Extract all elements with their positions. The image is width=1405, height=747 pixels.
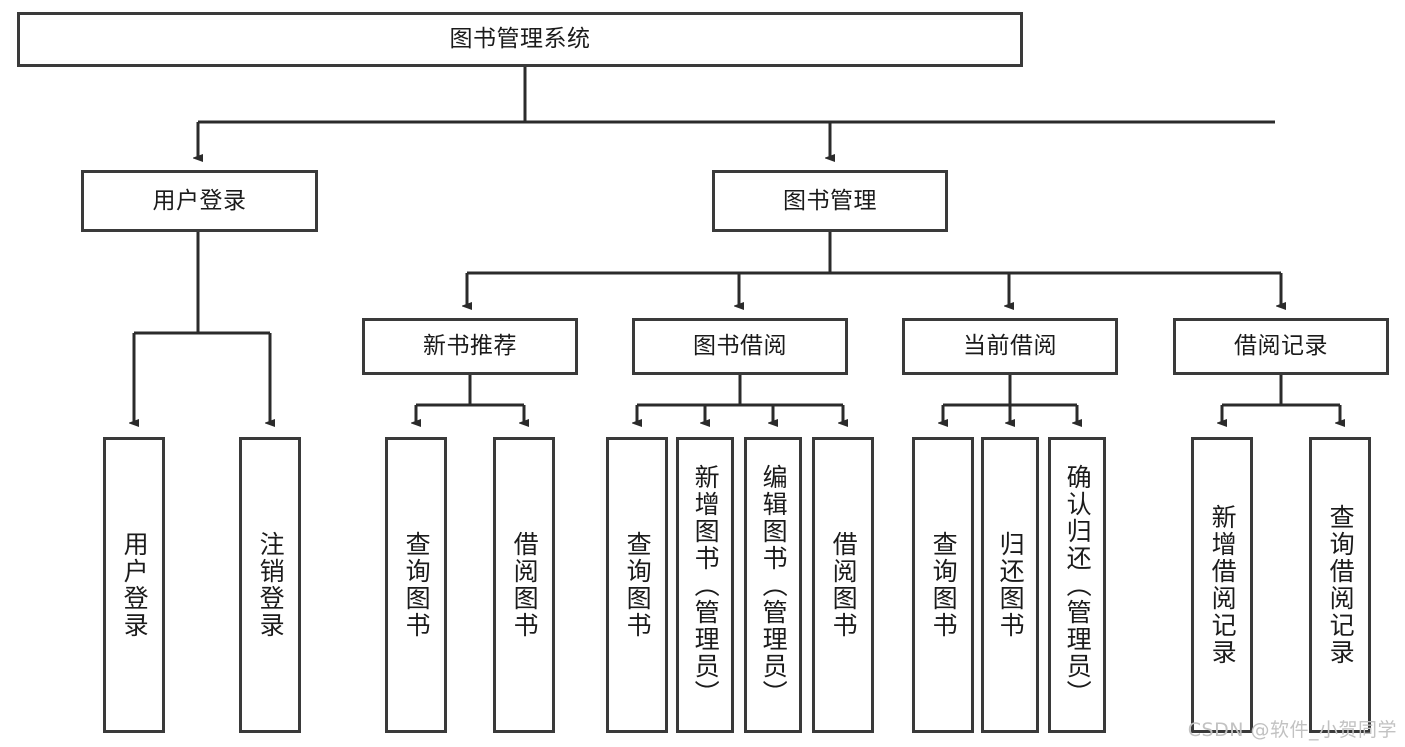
leaf-current-query-book-label: 查询图书 — [929, 531, 959, 639]
node-book-management[interactable]: 图书管理 — [712, 170, 948, 232]
node-user-login[interactable]: 用户登录 — [81, 170, 318, 232]
leaf-record-query-record-label: 查询借阅记录 — [1326, 504, 1356, 666]
leaf-borrow-query-book[interactable]: 查询图书 — [606, 437, 668, 733]
node-new-book-recommend-label: 新书推荐 — [423, 333, 517, 360]
leaf-record-add-record-label: 新增借阅记录 — [1208, 504, 1238, 666]
leaf-borrow-add-book[interactable]: 新增图书（管理员） — [676, 437, 734, 733]
leaf-user-logout-label: 注销登录 — [256, 531, 286, 639]
node-book-borrow[interactable]: 图书借阅 — [632, 318, 848, 375]
node-current-borrow[interactable]: 当前借阅 — [902, 318, 1118, 375]
leaf-record-query-record[interactable]: 查询借阅记录 — [1309, 437, 1371, 733]
leaf-current-return-book-label: 归还图书 — [996, 531, 1026, 639]
leaf-record-add-record[interactable]: 新增借阅记录 — [1191, 437, 1253, 733]
leaf-current-confirm-return[interactable]: 确认归还（管理员） — [1048, 437, 1106, 733]
leaf-current-query-book[interactable]: 查询图书 — [912, 437, 974, 733]
watermark: CSDN @软件_小贺同学 — [1187, 719, 1397, 741]
node-user-login-label: 用户登录 — [152, 187, 247, 214]
leaf-borrow-borrow-book-label: 借阅图书 — [829, 531, 859, 639]
leaf-current-confirm-return-label: 确认归还（管理员） — [1063, 463, 1093, 707]
leaf-newbook-borrow-book-label: 借阅图书 — [510, 531, 540, 639]
leaf-newbook-query-book-label: 查询图书 — [402, 531, 432, 639]
node-book-borrow-label: 图书借阅 — [693, 333, 787, 360]
leaf-newbook-query-book[interactable]: 查询图书 — [385, 437, 447, 733]
node-current-borrow-label: 当前借阅 — [963, 333, 1057, 360]
leaf-current-return-book[interactable]: 归还图书 — [981, 437, 1039, 733]
node-root-label: 图书管理系统 — [449, 26, 591, 53]
leaf-user-login[interactable]: 用户登录 — [103, 437, 165, 733]
leaf-borrow-add-book-label: 新增图书（管理员） — [691, 463, 721, 707]
node-borrow-record-label: 借阅记录 — [1234, 333, 1328, 360]
leaf-newbook-borrow-book[interactable]: 借阅图书 — [493, 437, 555, 733]
leaf-borrow-edit-book[interactable]: 编辑图书（管理员） — [744, 437, 802, 733]
node-borrow-record[interactable]: 借阅记录 — [1173, 318, 1389, 375]
leaf-user-logout[interactable]: 注销登录 — [239, 437, 301, 733]
leaf-borrow-query-book-label: 查询图书 — [623, 531, 653, 639]
leaf-borrow-edit-book-label: 编辑图书（管理员） — [759, 463, 789, 707]
node-root[interactable]: 图书管理系统 — [17, 12, 1023, 67]
leaf-borrow-borrow-book[interactable]: 借阅图书 — [812, 437, 874, 733]
leaf-user-login-label: 用户登录 — [120, 531, 150, 639]
node-new-book-recommend[interactable]: 新书推荐 — [362, 318, 578, 375]
node-book-management-label: 图书管理 — [783, 187, 877, 214]
